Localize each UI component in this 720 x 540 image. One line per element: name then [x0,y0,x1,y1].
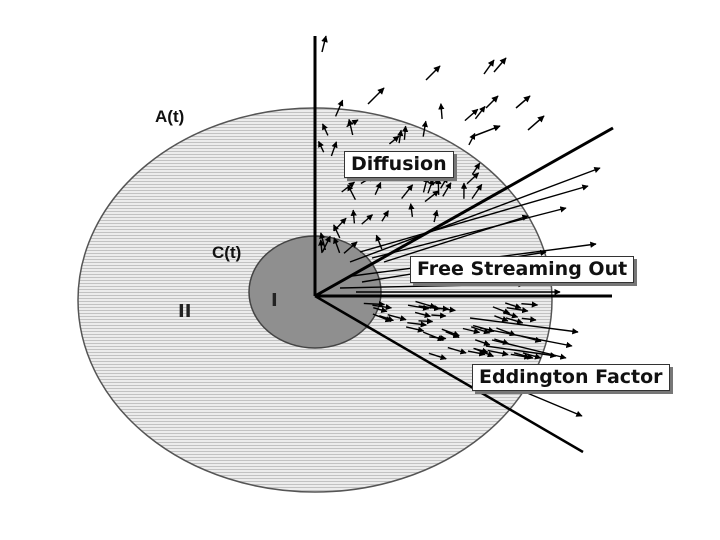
arrow-icon [439,176,449,189]
arrow-icon [519,389,583,417]
arrow-icon [473,125,501,137]
arrow-icon [334,99,344,117]
arrow-icon [431,312,447,319]
arrow-icon [468,132,476,146]
outer-region-label: A(t) [155,107,185,126]
eddington-factor-label: Eddington Factor [472,364,670,391]
arrow-icon [487,349,509,357]
arrow-icon [363,301,386,308]
arrow-icon [469,317,579,335]
arrow-icon [474,105,486,120]
arrow-icon [350,209,357,224]
diffusion-boundary-line [314,126,614,298]
arrow-icon [515,95,531,109]
free-streaming-label: Free Streaming Out [410,256,635,283]
arrow-icon [333,237,341,254]
arrow-icon [464,108,479,122]
arrow-icon [373,306,388,314]
diffusion-label: Diffusion [344,151,454,178]
arrow-icon [425,65,441,81]
arrow-icon [493,57,507,73]
arrow-icon [333,224,341,239]
arrow-icon [375,234,383,250]
arrow-icon [349,167,601,263]
arrow-icon [330,141,338,157]
arrow-icon [361,214,373,225]
arrow-icon [485,345,557,359]
arrow-icon [485,95,499,109]
arrow-icon [388,135,400,145]
arrow-icon [359,184,589,253]
arrow-icon [407,321,427,328]
arrow-icon [401,125,409,140]
arrow-icon [374,181,382,195]
arrow-icon [421,120,428,137]
arrow-icon [494,315,509,322]
arrow-icon [504,302,522,310]
core-zone-numeral: I [271,290,278,311]
arrow-icon [502,311,519,319]
arrow-icon [407,304,430,311]
arrow-icon [339,280,525,289]
arrow-icon [422,176,430,193]
arrow-icon [347,184,357,201]
outer-zone-numeral: II [178,301,192,322]
arrow-icon [527,115,545,131]
arrow-icon [442,182,452,197]
arrow-icon [318,239,325,254]
arrow-icon [397,129,404,144]
arrow-icon [321,235,331,253]
arrow-icon [510,353,531,360]
arrow-icon [467,350,486,357]
arrow-icon [343,241,358,254]
arrow-icon [317,140,325,153]
arrow-icon [401,184,414,200]
arrow-icon [371,206,567,259]
arrow-icon [415,300,437,309]
arrow-icon [427,178,435,194]
arrow-icon [418,318,434,325]
arrow-field [317,35,601,417]
arrow-icon [474,339,491,346]
arrow-icon [414,311,432,319]
arrow-icon [447,346,467,355]
arrow-icon [483,59,495,75]
arrow-icon [435,177,442,195]
arrow-icon [347,118,354,136]
arrow-icon [319,232,327,251]
arrow-icon [466,172,480,185]
arrow-icon [321,35,328,53]
arrow-icon [383,214,529,263]
arrow-icon [441,328,460,337]
arrow-icon [381,210,389,222]
arrow-icon [473,347,489,354]
arrow-icon [429,334,447,342]
arrow-icon [492,306,511,315]
arrow-icon [471,162,481,175]
arrow-icon [521,316,537,323]
eddington-boundary-line [314,294,584,454]
arrow-icon [470,326,491,335]
arrow-icon [405,326,425,333]
arrow-icon [432,209,439,223]
arrow-icon [372,313,392,323]
arrow-icon [333,217,347,232]
arrow-icon [521,301,539,308]
arrow-icon [387,314,407,322]
arrow-icon [433,305,450,312]
arrow-icon [438,103,445,119]
arrow-icon [424,190,440,203]
arrow-icon [321,123,329,136]
arrow-icon [479,327,573,349]
arrow-icon [408,203,415,217]
arrow-icon [428,352,447,361]
arrow-icon [367,87,385,105]
arrow-icon [506,307,529,314]
arrow-icon [505,317,524,325]
arrow-icon [462,327,481,335]
core-region-label: C(t) [212,243,242,262]
arrow-icon [471,183,483,199]
